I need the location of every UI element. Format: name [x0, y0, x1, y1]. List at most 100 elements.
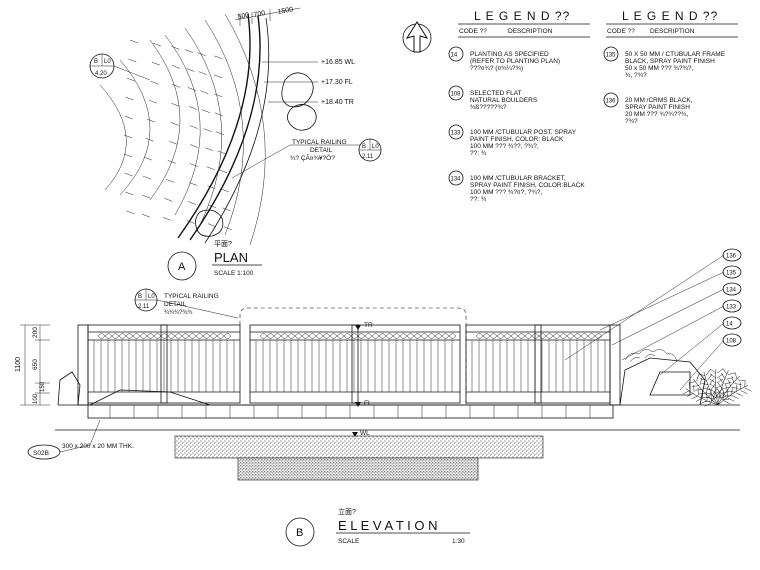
- plan-dim-1: 500: [237, 12, 250, 21]
- code-bubble-label: 136: [726, 254, 737, 260]
- plan-railing-callout[interactable]: TYPICAL RAILING DETAIL ¾? ÇÃ¤¾¥?Ö? B L0 …: [231, 138, 382, 179]
- legend-right-item-line: 20 MM /CRMS BLACK,: [625, 97, 693, 104]
- elev-dim-total: 1100: [15, 357, 22, 372]
- legend-left-item-line: PAINT FINISH, COLOR: BLACK: [470, 136, 564, 143]
- legend-left-item-line: ¾ß?????¾?: [470, 104, 507, 111]
- code-bubble[interactable]: 134: [611, 282, 742, 346]
- code-bubble-label: 14: [726, 322, 733, 328]
- elev-deck-slab: [87, 404, 614, 419]
- legend-left-item-code: 14: [451, 53, 458, 59]
- plan-title: PLAN: [214, 250, 248, 265]
- elev-slab-tag: S02B: [33, 450, 49, 457]
- legend-left-title: L E G E N D ??: [474, 9, 570, 23]
- legend-right-item-line: 50 X 50 MM / CTUBULAR FRAME: [625, 51, 726, 58]
- elev-title-tag: B: [296, 527, 303, 539]
- plan-tag-top2: L0: [104, 59, 111, 65]
- elev-dim-100: 100: [33, 393, 39, 404]
- legend-left-item-line: ???¤¾? (¤¾¼?¾): [470, 65, 523, 72]
- plan-dim-3: 1500: [277, 6, 294, 16]
- legend-right-col-code: CODE ??: [607, 28, 635, 35]
- legend-left-item-line: PLANTING AS SPECIFIED: [470, 51, 549, 58]
- plan-level-fl: +17.30 FL: [321, 79, 353, 86]
- plan-callout-tag-top: B: [362, 144, 366, 150]
- elev-callout-tag-top: B: [138, 294, 142, 300]
- elev-post-right: [609, 324, 621, 406]
- plan-callout-line1: TYPICAL RAILING: [292, 139, 347, 146]
- plan-dimensions: 500 700 1500: [234, 6, 301, 26]
- legend-left-item-code: 134: [451, 177, 462, 183]
- legend-left-item-line: 100 MM /CTUBULAR POST, SPRAY: [470, 129, 577, 136]
- legend-left-col-desc: DESCRIPTION: [508, 28, 553, 35]
- elev-boulder-right-2: [649, 371, 691, 396]
- elev-boulder-mid: [89, 389, 211, 406]
- elev-callout-line3: ¾¾¾?¾¾: [164, 310, 193, 316]
- plan-dim-2: 700: [253, 10, 266, 19]
- elev-title-small: 立面?: [338, 507, 356, 516]
- elev-fern-plant: [682, 368, 752, 407]
- legend-left-item-code: 108: [451, 92, 462, 98]
- code-bubble[interactable]: 136: [564, 248, 742, 361]
- plan-tag-bottom: 4.20: [95, 71, 107, 77]
- code-bubble-label: 108: [726, 339, 737, 345]
- legend-right: L E G E N D ?? CODE ?? DESCRIPTION 135 50…: [603, 9, 738, 125]
- elev-wl-label: WL: [360, 430, 370, 437]
- legend-right-item-code: 135: [606, 53, 617, 59]
- legend-right-title: L E G E N D ??: [622, 9, 718, 23]
- elev-boulder-right: [619, 357, 706, 406]
- plan-railing-inner: [189, 15, 261, 241]
- plan-callout-tag-bottom: 2.11: [362, 154, 374, 160]
- plan-scale: SCALE 1:100: [214, 270, 254, 277]
- plan-callout-tag-top2: L0: [372, 144, 379, 150]
- plan-paving: [99, 13, 266, 246]
- elev-boulder-left: [57, 371, 81, 406]
- code-bubble[interactable]: 135: [599, 265, 742, 331]
- elev-slab-label: 300 x 200 x 20 MM THK.: [62, 443, 134, 450]
- railing-panel: [249, 324, 461, 404]
- code-bubble-label: 134: [726, 288, 737, 294]
- plan-section-tag[interactable]: B L0 4.20: [89, 53, 151, 81]
- elev-callout-tag-bottom: 2.11: [138, 304, 150, 310]
- legend-right-item-line: SPRAY PAINT FINISH: [625, 104, 690, 111]
- elev-callout-tag-top2: L0: [148, 294, 155, 300]
- legend-right-item-line: 50 x 50 MM ??? ¾?¾?,: [625, 65, 693, 72]
- code-bubble[interactable]: 133: [621, 299, 742, 361]
- legend-left-item: 14 PLANTING AS SPECIFIED(REFER TO PLANTIN…: [448, 46, 560, 72]
- elev-title: E L E V A T I O N: [338, 518, 437, 533]
- elev-dim-200: 200: [32, 327, 39, 338]
- elev-tr-label: TR: [364, 322, 373, 329]
- legend-left-item-line: SELECTED FLAT: [470, 90, 522, 97]
- elev-shrub: [624, 349, 678, 363]
- code-bubble[interactable]: 108: [679, 333, 742, 391]
- elev-scale-label: SCALE: [338, 538, 360, 545]
- elev-callout-line2: DETAIL: [164, 301, 187, 308]
- code-bubble-label: 133: [726, 305, 737, 311]
- elev-fl-label: FL: [364, 400, 372, 407]
- legend-left-item-line: NATURAL BOULDERS: [470, 97, 538, 104]
- plan-callout-line2: DETAIL: [310, 147, 333, 154]
- plan-title-block: A 平面? PLAN SCALE 1:100: [167, 240, 262, 281]
- elev-channel-base: [237, 457, 479, 481]
- code-bubble[interactable]: 14: [659, 316, 742, 376]
- plan-title-tag: A: [178, 261, 186, 273]
- elev-scale-value: 1:30: [452, 538, 465, 545]
- elev-slab-callout[interactable]: S02B 300 x 200 x 20 MM THK.: [27, 419, 134, 460]
- railing-panel: [87, 324, 241, 404]
- legend-left-item-line: (REFER TO PLANTING PLAN): [470, 58, 560, 65]
- legend-right-col-desc: DESCRIPTION: [650, 28, 695, 35]
- elev-level-markers: TR FL: [355, 322, 373, 407]
- plan-title-small: 平面?: [214, 240, 232, 248]
- elev-railing-callout[interactable]: B L0 2.11 TYPICAL RAILING DETAIL ¾¾¾?¾¾: [134, 288, 239, 319]
- plan-levels: +16.85 WL +17.30 FL +18.40 TR: [262, 59, 355, 106]
- legend-left-item-code: 133: [451, 131, 462, 137]
- elev-detail-outline: [239, 307, 467, 405]
- elev-callout-line1: TYPICAL RAILING: [164, 293, 219, 300]
- elev-dim-650: 650: [32, 359, 39, 370]
- railing-panel: [465, 324, 611, 404]
- plan-level-tr: +18.40 TR: [321, 99, 354, 106]
